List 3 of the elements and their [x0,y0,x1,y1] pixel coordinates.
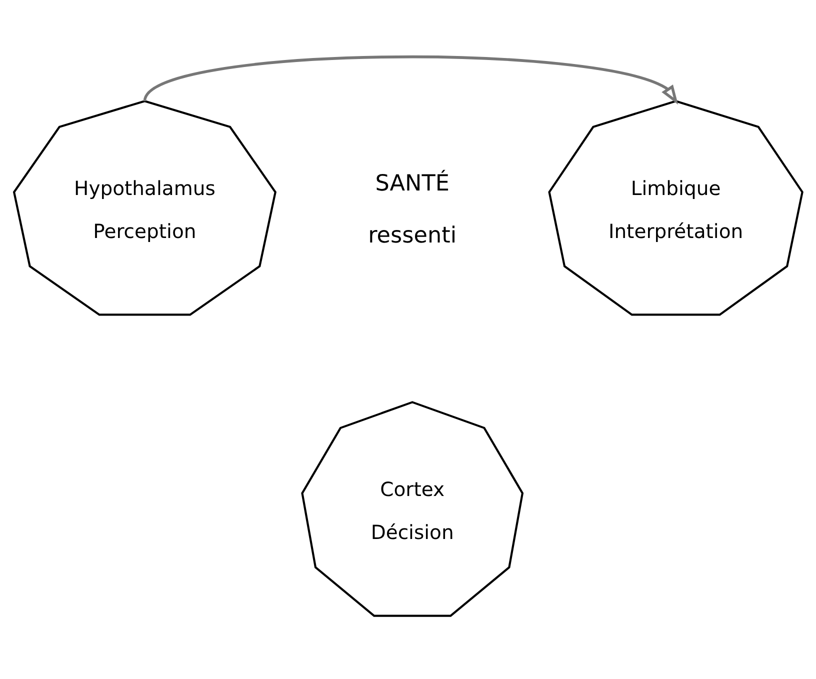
label: SANTÉ [375,170,450,197]
label: ressenti [368,222,457,248]
arrow [144,56,678,105]
